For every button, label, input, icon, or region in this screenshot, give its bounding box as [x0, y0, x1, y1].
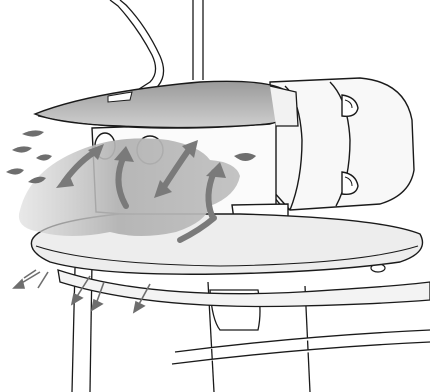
stand-legs [72, 262, 430, 392]
upper-disc [35, 81, 298, 128]
